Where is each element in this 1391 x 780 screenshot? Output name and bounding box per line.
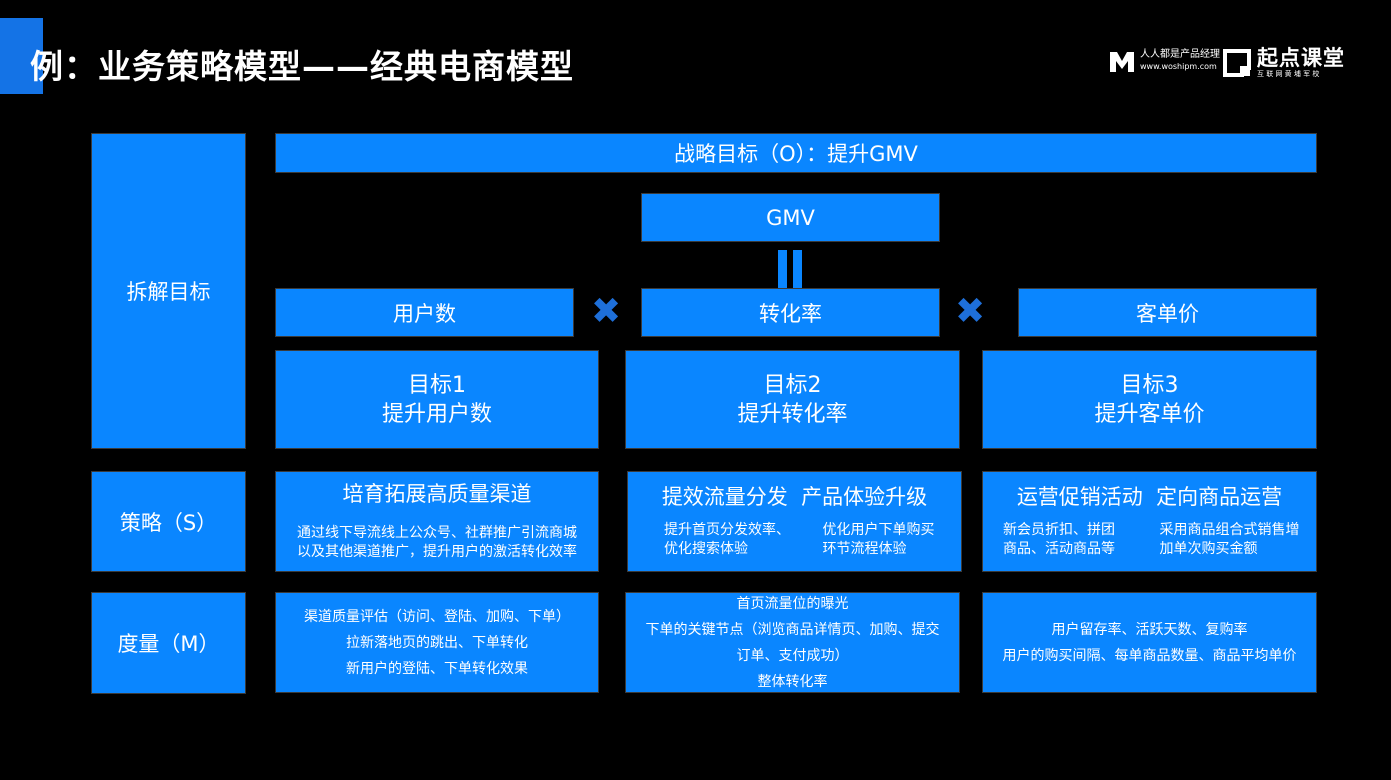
- metric-2-line3: 订单、支付成功）: [736, 647, 849, 664]
- strategy-1-desc-line2: 以及其他渠道推广，提升用户的激活转化效率: [297, 544, 577, 560]
- page-title: 例：业务策略模型——经典电商模型: [30, 47, 574, 86]
- goal-box-2: 目标2 提升转化率: [625, 350, 960, 449]
- metric-2-line4: 整体转化率: [757, 673, 828, 690]
- strategy-2-left-line1: 提升首页分发效率、: [664, 522, 790, 538]
- strategy-box-2: 提效流量分发 产品体验升级 提升首页分发效率、 优化搜索体验 优化用户下单购买 …: [627, 471, 962, 572]
- brand1-name: 人人都是产品经理: [1140, 49, 1220, 60]
- multiply-icon: ✖: [591, 291, 622, 332]
- brand2-sub: 互 联 网 黄 埔 军 校: [1257, 70, 1320, 78]
- strategy-2-right-line2: 环节流程体验: [822, 541, 907, 557]
- equals-bar-left: [778, 250, 787, 288]
- factor-users: 用户数: [275, 288, 574, 337]
- strategy-2-title: 提效流量分发 产品体验升级: [661, 485, 928, 509]
- metric-1-line2: 拉新落地页的跳出、下单转化: [346, 634, 528, 651]
- metric-box-1: 渠道质量评估（访问、登陆、加购、下单） 拉新落地页的跳出、下单转化 新用户的登陆…: [275, 592, 599, 693]
- strategy-box-3: 运营促销活动 定向商品运营 新会员折扣、拼团 商品、活动商品等 采用商品组合式销…: [982, 471, 1317, 572]
- qidian-q-icon: [1223, 48, 1251, 77]
- multiply-icon: ✖: [955, 291, 986, 332]
- strategy-3-left-line2: 商品、活动商品等: [1003, 541, 1115, 557]
- strategy-2-right-line1: 优化用户下单购买: [822, 522, 935, 538]
- strategy-1-title: 培育拓展高质量渠道: [342, 482, 532, 506]
- goal-box-1: 目标1 提升用户数: [275, 350, 599, 449]
- strategy-1-desc-line1: 通过线下导流线上公众号、社群推广引流商城: [297, 525, 577, 541]
- metric-1-line3: 新用户的登陆、下单转化效果: [346, 660, 528, 677]
- metric-box-2: 首页流量位的曝光 下单的关键节点（浏览商品详情页、加购、提交 订单、支付成功） …: [625, 592, 960, 693]
- strategy-3-right-line2: 加单次购买金额: [1159, 541, 1258, 557]
- goal-2-text: 提升转化率: [737, 401, 848, 427]
- factor-aov: 客单价: [1018, 288, 1317, 337]
- factor-aov-text: 客单价: [1136, 301, 1199, 326]
- row-label-goals: 拆解目标: [91, 133, 246, 449]
- metric-2-line1: 首页流量位的曝光: [736, 595, 849, 612]
- brand2-name: 起点课堂: [1257, 46, 1345, 70]
- metric-2-line2: 下单的关键节点（浏览商品详情页、加购、提交: [645, 621, 940, 638]
- brand-logo-qidian: 起点课堂 互 联 网 黄 埔 军 校: [1222, 46, 1345, 79]
- metric-3-line2: 用户的购买间隔、每单商品数量、商品平均单价: [1002, 647, 1297, 664]
- woshipm-m-icon: [1110, 52, 1134, 72]
- row-label-goals-text: 拆解目标: [126, 280, 211, 304]
- objective-text: 战略目标（O）：提升GMV: [674, 142, 918, 166]
- row-label-strategy: 策略（S）: [91, 471, 246, 572]
- row-label-metric: 度量（M）: [91, 592, 246, 694]
- equals-bar-right: [793, 250, 802, 288]
- strategy-3-right-line1: 采用商品组合式销售增: [1159, 522, 1300, 538]
- goal-3-text: 提升客单价: [1094, 401, 1205, 427]
- strategy-3-title: 运营促销活动 定向商品运营: [1016, 485, 1283, 509]
- strategy-3-left-line1: 新会员折扣、拼团: [1003, 522, 1115, 538]
- row-label-metric-text: 度量（M）: [117, 632, 220, 656]
- metric-3-line1: 用户留存率、活跃天数、复购率: [1051, 621, 1248, 638]
- factor-conversion: 转化率: [641, 288, 940, 337]
- factor-conversion-text: 转化率: [759, 301, 822, 326]
- objective-box: 战略目标（O）：提升GMV: [275, 133, 1317, 173]
- title-accent-bar: [0, 18, 43, 94]
- strategy-2-left-line2: 优化搜索体验: [664, 541, 748, 557]
- goal-2-label: 目标2: [763, 372, 822, 398]
- metric-1-line1: 渠道质量评估（访问、登陆、加购、下单）: [304, 608, 570, 625]
- goal-1-label: 目标1: [408, 372, 466, 398]
- goal-box-3: 目标3 提升客单价: [982, 350, 1317, 449]
- metric-box-3: 用户留存率、活跃天数、复购率 用户的购买间隔、每单商品数量、商品平均单价: [982, 592, 1317, 693]
- factor-users-text: 用户数: [393, 301, 456, 326]
- gmv-box: GMV: [641, 193, 940, 242]
- goal-1-text: 提升用户数: [381, 401, 492, 427]
- brand1-url: www.woshipm.com: [1140, 62, 1217, 71]
- gmv-text: GMV: [766, 205, 815, 230]
- goal-3-label: 目标3: [1120, 372, 1179, 398]
- brand-logo-woshipm: 人人都是产品经理 www.woshipm.com: [1108, 48, 1220, 74]
- row-label-strategy-text: 策略（S）: [119, 510, 218, 535]
- strategy-box-1: 培育拓展高质量渠道 通过线下导流线上公众号、社群推广引流商城 以及其他渠道推广，…: [275, 471, 599, 572]
